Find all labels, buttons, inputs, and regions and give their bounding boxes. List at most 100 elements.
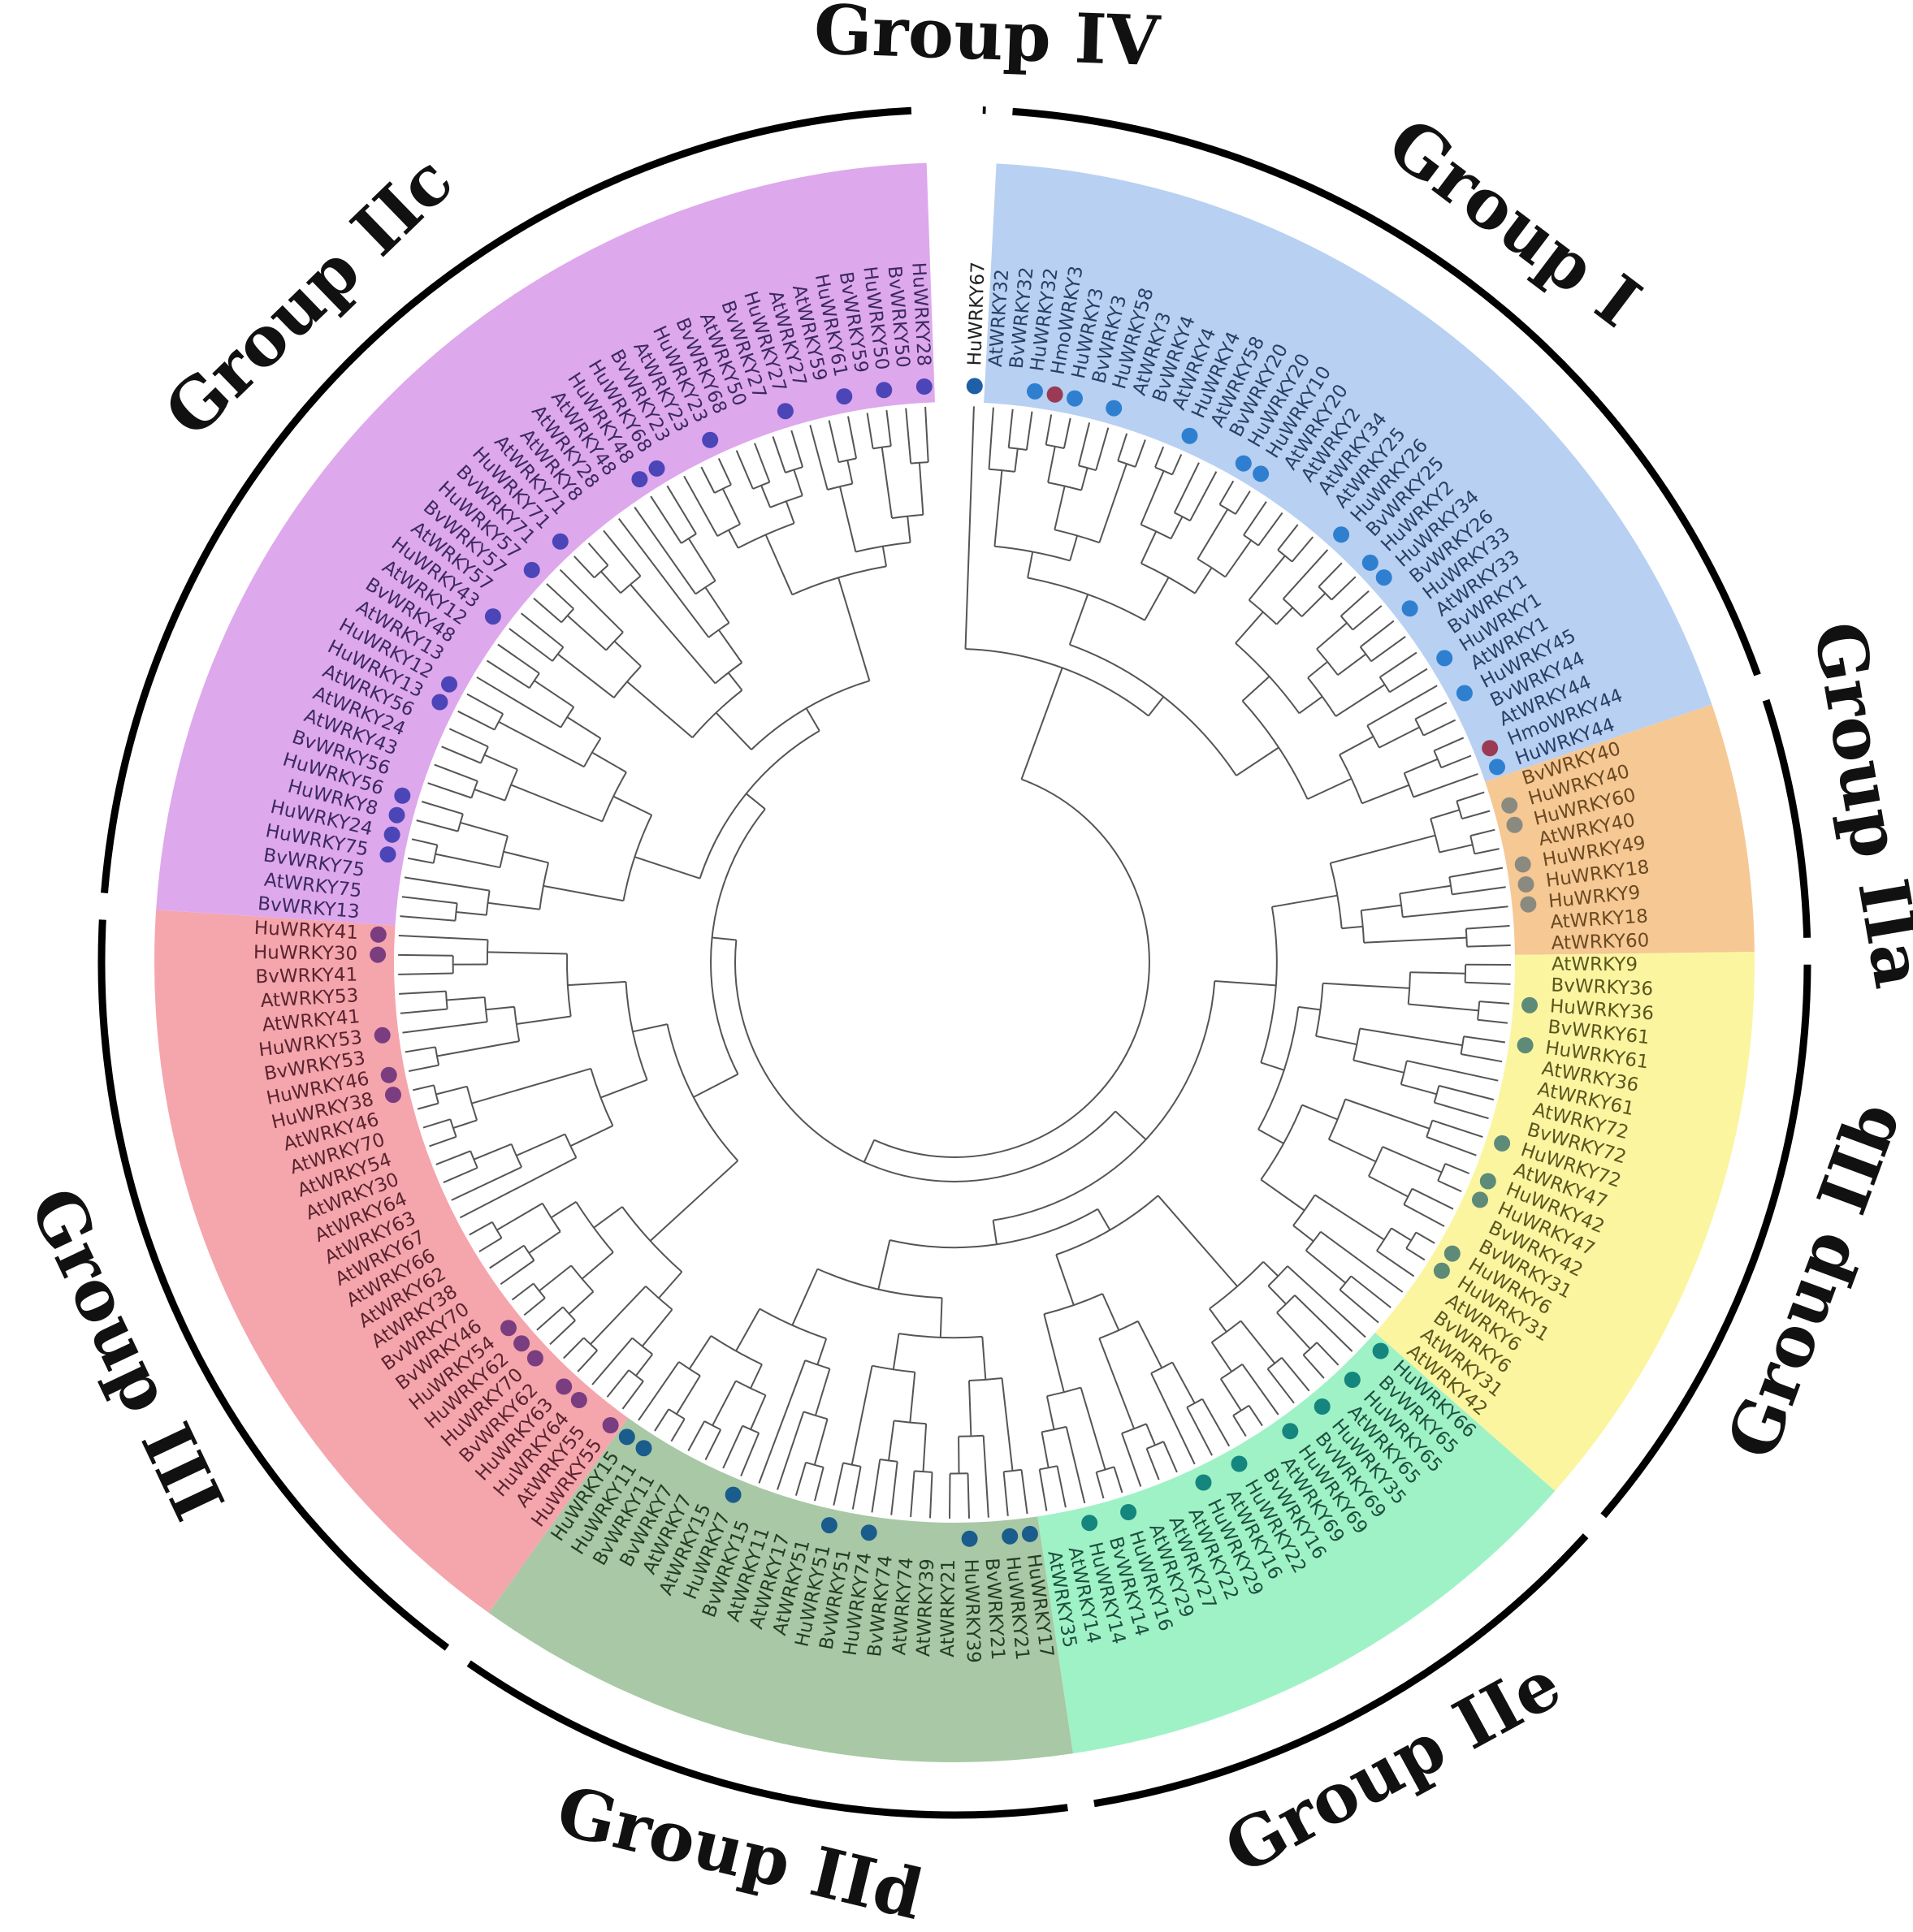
tree-branch bbox=[1406, 1060, 1499, 1082]
tree-branch bbox=[1339, 736, 1374, 756]
tree-branch bbox=[591, 1337, 634, 1385]
leaf-label: AtWRKY21 bbox=[937, 1559, 959, 1658]
tree-branch bbox=[1171, 1362, 1196, 1404]
tree-branch bbox=[922, 1424, 928, 1472]
tree-branch bbox=[1162, 1441, 1178, 1473]
tree-branch bbox=[809, 425, 829, 491]
tree-branch bbox=[474, 789, 506, 802]
tree-branch bbox=[993, 470, 1003, 547]
tree-branch bbox=[1121, 1423, 1147, 1434]
tree-branch bbox=[710, 808, 766, 1075]
tree-branch bbox=[510, 784, 603, 823]
tree-branch bbox=[764, 534, 794, 595]
species-marker bbox=[1514, 856, 1531, 873]
tree-branch bbox=[566, 716, 601, 739]
tree-branch bbox=[581, 1251, 614, 1280]
tree-branch bbox=[1277, 549, 1293, 563]
species-marker bbox=[836, 388, 853, 405]
species-marker bbox=[552, 533, 569, 550]
tree-branch bbox=[1298, 1005, 1321, 1011]
tree-branch bbox=[1209, 1307, 1227, 1333]
tree-branch bbox=[1078, 465, 1097, 472]
tree-branch bbox=[1477, 1018, 1508, 1024]
tree-branch bbox=[1433, 737, 1465, 752]
tree-branch bbox=[513, 1006, 521, 1042]
tree-branch bbox=[814, 1467, 824, 1502]
leaf-label: HuWRKY67 bbox=[964, 261, 989, 366]
species-marker bbox=[1517, 876, 1534, 893]
tree-branch bbox=[631, 1337, 653, 1355]
tree-branch bbox=[1054, 486, 1066, 530]
tree-branch bbox=[452, 1119, 478, 1129]
tree-branch bbox=[1382, 1146, 1443, 1173]
species-marker bbox=[431, 694, 448, 711]
tree-branch bbox=[1328, 1139, 1377, 1163]
tree-branch bbox=[1405, 1247, 1426, 1261]
tree-branch bbox=[591, 751, 627, 773]
group-label: Group IId bbox=[550, 1770, 931, 1932]
tree-branch bbox=[992, 1220, 998, 1245]
tree-branch bbox=[1096, 1466, 1114, 1473]
tree-branch bbox=[1080, 1387, 1106, 1470]
tree-branch bbox=[1413, 772, 1478, 798]
species-marker bbox=[441, 676, 457, 693]
species-marker bbox=[1282, 1423, 1299, 1440]
tree-branch bbox=[1327, 1099, 1347, 1140]
tree-branch bbox=[750, 1394, 767, 1430]
tree-branch bbox=[1170, 516, 1184, 539]
tree-branch bbox=[1095, 427, 1110, 471]
tree-branch bbox=[612, 795, 652, 816]
tree-branch bbox=[398, 935, 488, 941]
tree-branch bbox=[1337, 653, 1366, 676]
tree-branch bbox=[1045, 414, 1053, 445]
species-marker bbox=[500, 1320, 517, 1337]
tree-branch bbox=[485, 890, 491, 915]
tree-branch bbox=[435, 1085, 468, 1096]
tree-branch bbox=[543, 884, 624, 902]
tree-branch bbox=[634, 856, 700, 880]
tree-branch bbox=[641, 1308, 673, 1347]
tree-branch bbox=[1465, 925, 1510, 930]
tree-branch bbox=[398, 972, 453, 975]
tree-branch bbox=[968, 1380, 972, 1437]
tree-branch bbox=[1224, 539, 1253, 577]
species-marker bbox=[1120, 1504, 1137, 1520]
species-marker bbox=[1479, 1173, 1496, 1190]
tree-branch bbox=[500, 1260, 535, 1286]
tree-branch bbox=[552, 646, 565, 662]
tree-branch bbox=[1114, 1110, 1147, 1140]
tree-branch bbox=[550, 1201, 577, 1219]
tree-branch bbox=[1137, 1320, 1163, 1368]
tree-branch bbox=[1294, 1294, 1353, 1352]
tree-branch bbox=[727, 672, 743, 691]
tree-branch bbox=[1479, 1001, 1510, 1005]
tree-branch bbox=[497, 643, 540, 674]
tree-branch bbox=[1439, 844, 1474, 854]
tree-branch bbox=[541, 1203, 561, 1233]
tree-branch bbox=[735, 1380, 766, 1396]
species-marker bbox=[1521, 996, 1538, 1014]
tree-branch bbox=[493, 713, 504, 731]
species-marker bbox=[370, 926, 387, 943]
tree-branch bbox=[491, 1221, 503, 1238]
tree-branch bbox=[704, 586, 730, 624]
tree-branch bbox=[449, 1118, 457, 1138]
tree-branch bbox=[1341, 925, 1363, 930]
tree-branch bbox=[434, 763, 478, 782]
leaf-label: AtWRKY60 bbox=[1551, 930, 1649, 954]
tree-branch bbox=[600, 571, 621, 594]
group-label: Group IIb bbox=[1711, 1091, 1913, 1468]
tree-branch bbox=[866, 413, 874, 449]
tree-branch bbox=[1189, 471, 1218, 521]
tree-branch bbox=[1063, 417, 1071, 449]
tree-branch bbox=[1054, 529, 1100, 544]
species-marker bbox=[1436, 650, 1453, 667]
tree-branch bbox=[982, 1435, 989, 1518]
tree-branch bbox=[964, 406, 975, 650]
tree-branch bbox=[1456, 801, 1463, 819]
tree-branch bbox=[676, 1375, 701, 1415]
tree-branch bbox=[1241, 676, 1270, 702]
tree-branch bbox=[603, 529, 642, 577]
species-marker bbox=[1456, 685, 1473, 702]
tree-branch bbox=[626, 681, 694, 739]
